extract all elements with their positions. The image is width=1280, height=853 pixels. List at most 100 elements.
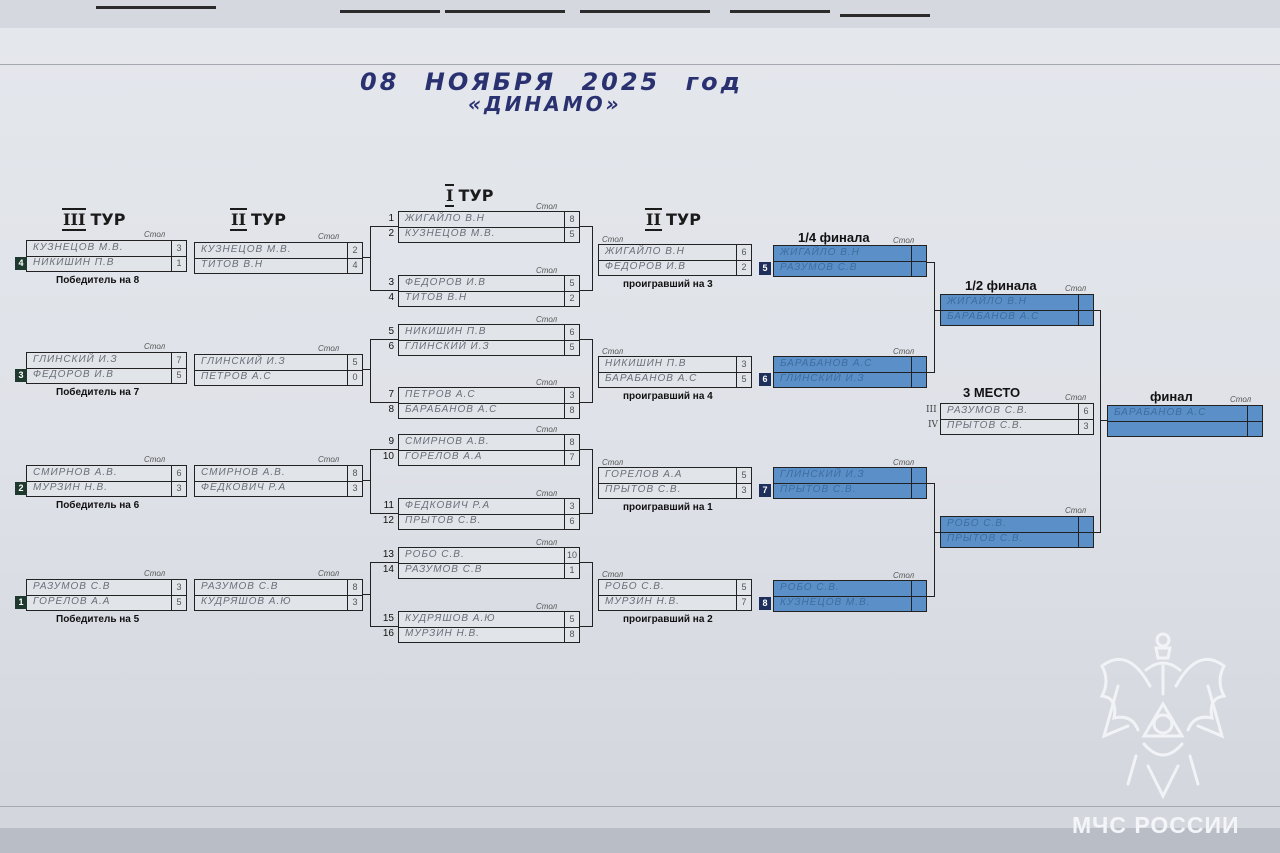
player-row: КУЗНЕЦОВ М.В. 5 — [399, 227, 579, 242]
table-marker: Стол — [536, 202, 558, 211]
side-label: IV — [928, 420, 939, 430]
table-marker: Стол — [536, 489, 558, 498]
bracket-line — [1100, 310, 1101, 533]
bracket-slot-number: 13 — [382, 549, 394, 560]
bracket-line — [580, 290, 592, 291]
sheet-line — [445, 10, 565, 13]
player-row: СМИРНОВ А.В.8 — [195, 466, 362, 482]
player-name: НИКИШИН П.В — [33, 257, 115, 268]
bracket-line — [370, 513, 398, 514]
player-row: ГЛИНСКИЙ И.З — [774, 468, 926, 484]
player-score — [911, 483, 926, 498]
background-sheet — [0, 0, 1280, 28]
player-score: 5 — [347, 355, 362, 370]
player-name: МУРЗИН Н.В. — [605, 596, 680, 607]
final-header: финал — [1150, 389, 1193, 404]
table-marker: Стол — [536, 315, 558, 324]
player-score — [911, 357, 926, 372]
player-score: 8 — [564, 212, 579, 227]
player-score: 7 — [171, 353, 186, 368]
player-name: РОБО С.В. — [947, 518, 1007, 529]
bracket-line — [927, 262, 935, 263]
player-name: НИКИШИН П.В — [405, 326, 487, 337]
player-name: СМИРНОВ А.В. — [33, 467, 118, 478]
player-score — [911, 596, 926, 611]
player-name: ФЕДКОВИЧ Р.А — [201, 482, 287, 493]
table-marker: Стол — [602, 458, 624, 467]
player-name: ПРЫТОВ С.В. — [605, 484, 682, 495]
player-score: 5 — [171, 595, 186, 610]
bracket-line — [580, 513, 592, 514]
bracket-line — [1094, 532, 1101, 533]
player-score: 5 — [564, 227, 579, 242]
bracket-line — [592, 449, 593, 514]
player-name: РАЗУМОВ С.В — [780, 262, 858, 273]
player-score: 5 — [736, 372, 751, 387]
advance-note: Победитель на 5 — [56, 614, 140, 625]
player-row: КУЗНЕЦОВ М.В. — [774, 596, 926, 611]
player-name: ПРЫТОВ С.В. — [780, 484, 857, 495]
fold-line — [0, 806, 1280, 807]
table-marker: Стол — [893, 236, 915, 245]
bracket-line — [370, 449, 371, 514]
table-marker: Стол — [602, 347, 624, 356]
bracket-line — [370, 290, 398, 291]
bracket-line — [363, 480, 370, 481]
bracket-line — [580, 226, 592, 227]
bracket-line — [1100, 420, 1107, 421]
player-score — [1247, 421, 1262, 436]
bracket-line — [370, 449, 398, 450]
player-row — [1108, 421, 1262, 436]
match-pair: РОБО С.В.КУЗНЕЦОВ М.В. — [773, 580, 927, 612]
player-row: МУРЗИН Н.В.3 — [27, 481, 186, 496]
table-marker: Стол — [1230, 395, 1252, 404]
player-name: КУЗНЕЦОВ М.В. — [405, 228, 496, 239]
bracket-slot-number: 4 — [388, 292, 394, 303]
quarter-final-header: 1/4 финала — [798, 230, 870, 245]
bracket-slot-number: 6 — [388, 341, 394, 352]
player-name: РОБО С.В. — [405, 549, 465, 560]
player-name: ПРЫТОВ С.В. — [947, 420, 1024, 431]
bracket-line — [370, 562, 371, 627]
player-name: НИКИШИН П.В — [605, 358, 687, 369]
player-name: КУДРЯШОВ А.Ю — [405, 613, 496, 624]
player-score — [1078, 532, 1093, 547]
player-name: ЖИГАЙЛО В.Н — [947, 296, 1027, 307]
emblem-eagle-icon — [1099, 632, 1227, 800]
player-name: БАРАБАНОВ А.С — [1114, 407, 1207, 418]
player-row: БАРАБАНОВ А.С — [941, 310, 1093, 325]
table-marker: Стол — [536, 425, 558, 434]
player-name: КУДРЯШОВ А.Ю — [201, 596, 292, 607]
bracket-line — [927, 596, 935, 597]
player-score: 8 — [564, 627, 579, 642]
player-row: ПРЫТОВ С.В.3 — [941, 419, 1093, 434]
player-row: РОБО С.В.10 — [399, 548, 579, 564]
player-score: 1 — [564, 563, 579, 578]
bracket-line — [370, 402, 398, 403]
bracket-line — [370, 226, 371, 291]
bracket-line — [363, 594, 370, 595]
bracket-line — [927, 483, 935, 484]
player-score: 1 — [171, 256, 186, 271]
